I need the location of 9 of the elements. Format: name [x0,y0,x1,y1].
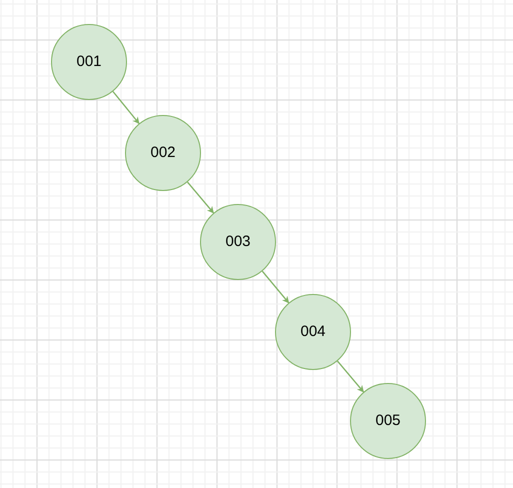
node-label: 002 [150,142,176,163]
arrow [112,91,140,124]
arrow [336,360,364,392]
arrow [262,270,290,304]
arrow [186,182,214,214]
node-label: 001 [76,52,102,72]
node-label: 003 [225,232,251,252]
node-label: 005 [375,410,401,431]
node-label: 004 [300,322,326,342]
